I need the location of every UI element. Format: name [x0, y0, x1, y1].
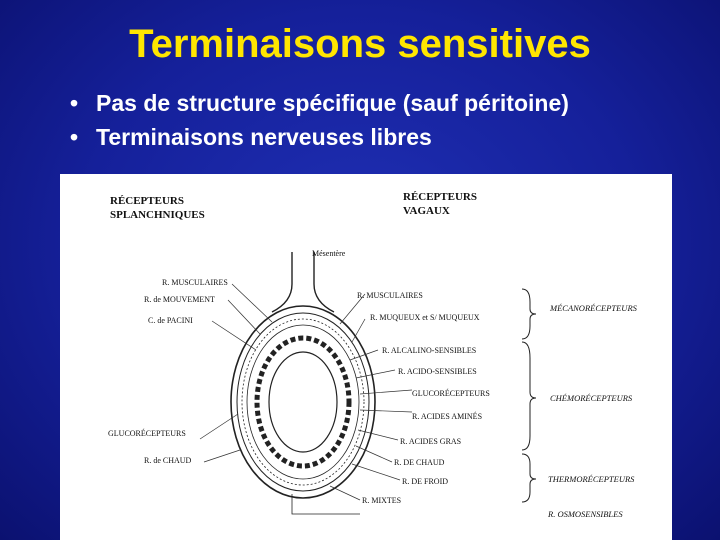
diagram-svg: RÉCEPTEURS SPLANCHNIQUES RÉCEPTEURS VAGA…: [60, 174, 672, 540]
right-label-chaud: R. DE CHAUD: [394, 458, 445, 467]
bullet-dot: •: [70, 86, 96, 120]
bullet-list: •Pas de structure spécifique (sauf périt…: [70, 86, 569, 154]
header-right-line2: VAGAUX: [403, 205, 450, 217]
lumen-border: [269, 352, 337, 452]
right-label-muscular: R. MUSCULAIRES: [357, 291, 423, 300]
left-label-mouvement: R. de MOUVEMENT: [144, 295, 215, 304]
right-label-mixtes: R. MIXTES: [362, 496, 401, 505]
category-braces: [522, 289, 536, 502]
left-label-chaud: R. de CHAUD: [144, 456, 192, 465]
right-label-glucorecepteurs: GLUCORÉCEPTEURS: [412, 388, 490, 398]
right-label-froid: R. DE FROID: [402, 477, 448, 486]
bullet-item: •Terminaisons nerveuses libres: [70, 120, 569, 154]
vessel-bottom: [292, 494, 360, 514]
right-label-muqueux: R. MUQUEUX et S/ MUQUEUX: [370, 313, 480, 322]
brace-mecano: [522, 289, 536, 339]
right-label-acides-amines: R. ACIDES AMINÉS: [412, 411, 482, 421]
serosa-layer: [231, 306, 375, 498]
slide-title: Terminaisons sensitives: [0, 20, 720, 68]
left-label-pacini: C. de PACINI: [148, 316, 193, 325]
submucosa-layer: [247, 325, 359, 479]
mesentery-left-edge: [272, 252, 292, 312]
category-osmosensibles: R. OSMOSENSIBLES: [547, 509, 623, 519]
bullet-text: Pas de structure spécifique (sauf périto…: [96, 90, 569, 116]
intestine-receptor-diagram: RÉCEPTEURS SPLANCHNIQUES RÉCEPTEURS VAGA…: [60, 174, 672, 540]
header-right-line1: RÉCEPTEURS: [403, 191, 477, 203]
header-left-line1: RÉCEPTEURS: [110, 195, 184, 207]
muscle-layer-inner: [242, 319, 364, 485]
right-label-acido: R. ACIDO-SENSIBLES: [398, 367, 477, 376]
bullet-text: Terminaisons nerveuses libres: [96, 124, 432, 150]
left-label-glucorecepteurs: GLUCORÉCEPTEURS: [108, 428, 186, 438]
right-label-acides-gras: R. ACIDES GRAS: [400, 437, 461, 446]
category-mecanorecepteurs: MÉCANORÉCEPTEURS: [549, 303, 638, 313]
bullet-item: •Pas de structure spécifique (sauf périt…: [70, 86, 569, 120]
intestine-drawing: [231, 252, 375, 514]
label-mesentere: Mésentère: [312, 249, 346, 258]
brace-thermo: [522, 454, 536, 502]
villi-ring: [257, 338, 349, 466]
category-thermorecepteurs: THERMORÉCEPTEURS: [548, 474, 635, 484]
category-chemorecepteurs: CHÉMORÉCEPTEURS: [550, 393, 633, 403]
mesentery-right-edge: [314, 252, 334, 312]
right-label-alcalino: R. ALCALINO-SENSIBLES: [382, 346, 476, 355]
bullet-dot: •: [70, 120, 96, 154]
header-left-line2: SPLANCHNIQUES: [110, 209, 205, 221]
brace-chemo: [522, 342, 536, 450]
left-label-muscular: R. MUSCULAIRES: [162, 278, 228, 287]
